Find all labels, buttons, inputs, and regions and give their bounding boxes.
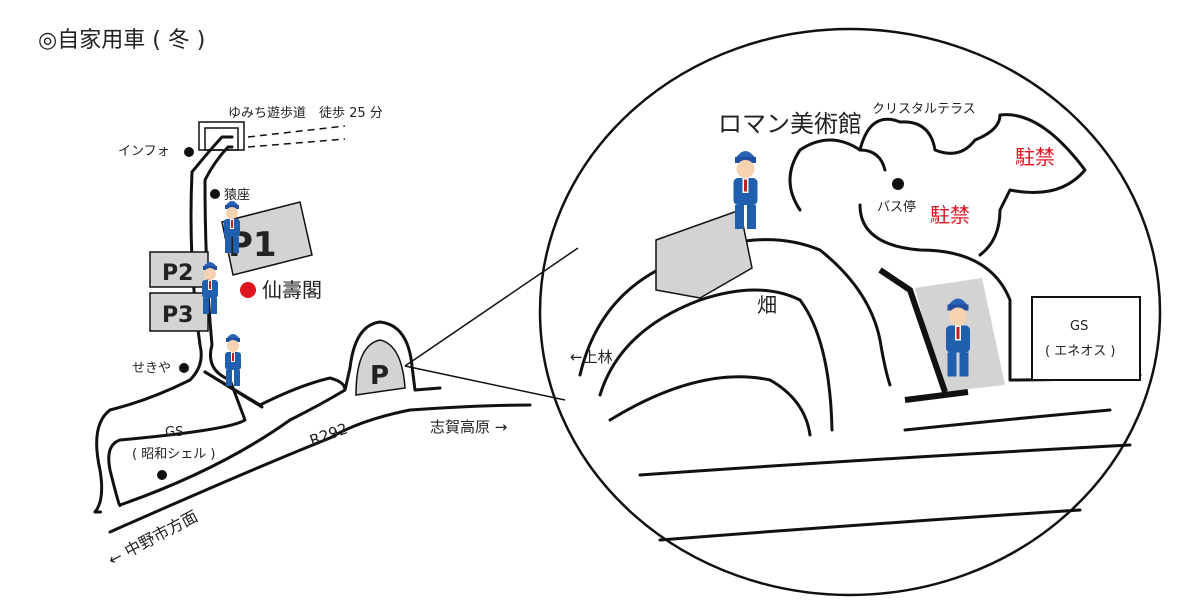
detail-roads bbox=[578, 113, 1142, 542]
officer-icon bbox=[225, 334, 241, 386]
parking-p2-label: P2 bbox=[162, 261, 193, 286]
to-kambayashi-label: ←上林 bbox=[570, 348, 613, 366]
hotel-marker bbox=[240, 282, 256, 298]
parking-lot-p1 bbox=[221, 201, 313, 276]
gs-eneos-label: GS bbox=[1070, 319, 1088, 334]
parking-lot-p3 bbox=[149, 292, 209, 332]
sarukura-marker bbox=[210, 189, 220, 199]
page-title: ◎自家用車 ( 冬 ) bbox=[38, 28, 205, 53]
sarukura-label: 猿座 bbox=[224, 188, 250, 203]
crystal-terrace-label: クリスタルテラス bbox=[872, 102, 976, 117]
no-parking-label: 駐禁 bbox=[1015, 145, 1055, 169]
gs-eneos-brand: ( エネオス ) bbox=[1045, 344, 1115, 359]
museum-label: ロマン美術館 bbox=[718, 110, 862, 138]
info-label: インフォ bbox=[118, 144, 170, 159]
callout-lines bbox=[404, 247, 579, 401]
gs-shell-label: GS bbox=[165, 425, 183, 440]
detail-map-frame bbox=[538, 27, 1162, 597]
parking-lot-p bbox=[355, 339, 406, 396]
bus-stop-marker bbox=[892, 178, 904, 190]
sekiya-label: せきや bbox=[132, 361, 171, 376]
info-marker bbox=[184, 147, 194, 157]
to-nakano-label: ← 中野市方面 bbox=[105, 507, 201, 570]
hotel-label: 仙壽閣 bbox=[262, 278, 322, 302]
detail-barrier-line bbox=[878, 267, 969, 403]
bus-stop-label: バス停 bbox=[877, 199, 916, 215]
trail-label: ゆみち遊歩道 徒歩 25 分 bbox=[228, 106, 383, 121]
parking-p3-label: P3 bbox=[162, 303, 193, 328]
gs-eneos-building bbox=[1031, 296, 1141, 381]
gs-shell-marker bbox=[157, 470, 167, 480]
route-label: R292 bbox=[307, 419, 350, 449]
officer-icon bbox=[733, 151, 758, 229]
to-shiga-label: 志賀高原 → bbox=[430, 418, 507, 436]
parking-p-label: P bbox=[370, 361, 389, 391]
no-parking-label: 駐禁 bbox=[930, 203, 970, 227]
detail-gray-area bbox=[655, 209, 753, 299]
sekiya-marker bbox=[179, 363, 189, 373]
parking-lot-p2 bbox=[149, 251, 209, 288]
gs-shell-brand: ( 昭和シェル ) bbox=[132, 447, 215, 462]
field-label: 畑 bbox=[757, 293, 777, 317]
